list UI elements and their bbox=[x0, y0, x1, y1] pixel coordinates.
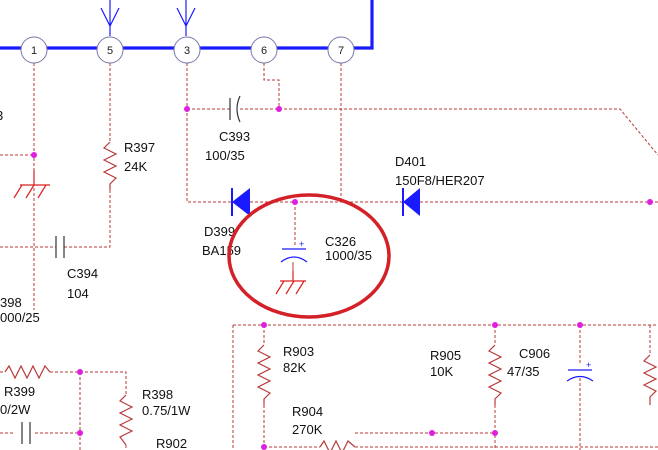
capacitor-lower-left bbox=[21, 422, 31, 444]
junction-dot bbox=[429, 430, 435, 436]
component-value: 100/35 bbox=[205, 148, 245, 163]
pin-label: 7 bbox=[338, 45, 344, 57]
capacitor-c906: + C906 47/35 bbox=[507, 346, 594, 382]
component-ref: R398 bbox=[142, 387, 173, 402]
component-value: 1000/35 bbox=[325, 248, 372, 263]
capacitor-c394: C394 104 bbox=[55, 236, 98, 301]
component-ref: D401 bbox=[395, 154, 426, 169]
junction-dot bbox=[77, 430, 83, 436]
component-ref: R904 bbox=[292, 404, 323, 419]
component-value: 10K bbox=[430, 364, 453, 379]
component-value: 0.75/1W bbox=[142, 403, 191, 418]
component-ref: C326 bbox=[325, 234, 356, 249]
junction-dot bbox=[577, 322, 583, 328]
ground-icon bbox=[13, 170, 50, 199]
svg-text:+: + bbox=[586, 360, 591, 370]
arrow-icon bbox=[176, 7, 196, 28]
connector-pin: 7 bbox=[327, 36, 355, 64]
component-ref: 398 bbox=[0, 295, 22, 310]
resistor-r905: R905 10K bbox=[430, 344, 503, 405]
junctions bbox=[31, 106, 653, 450]
power-bus bbox=[0, 0, 374, 50]
svg-text:+: + bbox=[299, 239, 304, 249]
component-ref: R397 bbox=[124, 140, 155, 155]
connector-pin: 1 bbox=[20, 36, 48, 64]
pin-label: 5 bbox=[107, 45, 113, 57]
connector-pin: 3 bbox=[173, 36, 201, 64]
component-ref: R903 bbox=[283, 344, 314, 359]
resistor-r904: R904 270K bbox=[292, 404, 356, 450]
junction-dot bbox=[184, 106, 190, 112]
junction-dot bbox=[492, 430, 498, 436]
junction-dot bbox=[276, 106, 282, 112]
pin-label: 1 bbox=[31, 45, 37, 57]
component-ref: C393 bbox=[219, 129, 250, 144]
junction-dot bbox=[261, 322, 267, 328]
component-value: 24K bbox=[124, 159, 147, 174]
component-value: 270K bbox=[292, 422, 323, 437]
component-value: 82K bbox=[283, 360, 306, 375]
junction-dot bbox=[31, 152, 37, 158]
component-ref: 3 bbox=[0, 108, 3, 123]
resistor-r399: R399 0/2W bbox=[0, 364, 51, 417]
component-ref: C906 bbox=[519, 346, 550, 361]
junction-dot bbox=[492, 322, 498, 328]
component-ref: D399 bbox=[204, 224, 235, 239]
component-value: 0/2W bbox=[0, 402, 31, 417]
resistor-r397: R397 24K bbox=[102, 140, 155, 190]
junction-dot bbox=[292, 199, 298, 205]
component-ref: R399 bbox=[4, 384, 35, 399]
diode-d401: D401 150F8/HER207 bbox=[395, 154, 485, 216]
resistor-r903: R903 82K bbox=[256, 344, 314, 405]
component-ref: C394 bbox=[67, 266, 98, 281]
component-value: 47/35 bbox=[507, 364, 540, 379]
junction-dot bbox=[261, 444, 267, 450]
pin-label: 6 bbox=[261, 45, 267, 57]
resistor-r398: R398 0.75/1W bbox=[118, 387, 191, 446]
component-value: BA159 bbox=[202, 243, 241, 258]
capacitor-c326: + C326 1000/35 bbox=[280, 234, 372, 271]
arrow-icon bbox=[100, 7, 120, 28]
highlight-ellipse bbox=[227, 193, 391, 319]
component-value: 000/25 bbox=[0, 310, 40, 325]
component-ref: R905 bbox=[430, 348, 461, 363]
connector-pin: 6 bbox=[250, 36, 278, 64]
component-ref: R902 bbox=[156, 436, 187, 450]
junction-dot bbox=[77, 369, 83, 375]
resistor-right-edge bbox=[642, 354, 658, 405]
connector: 1 5 3 6 7 bbox=[20, 36, 355, 64]
junction-dot bbox=[647, 199, 653, 205]
component-value: 150F8/HER207 bbox=[395, 173, 485, 188]
capacitor-c393: C393 100/35 bbox=[205, 95, 250, 163]
ground-icon bbox=[275, 271, 306, 295]
pin-label: 3 bbox=[184, 45, 190, 57]
connector-pin: 5 bbox=[96, 36, 124, 64]
component-value: 104 bbox=[67, 286, 89, 301]
